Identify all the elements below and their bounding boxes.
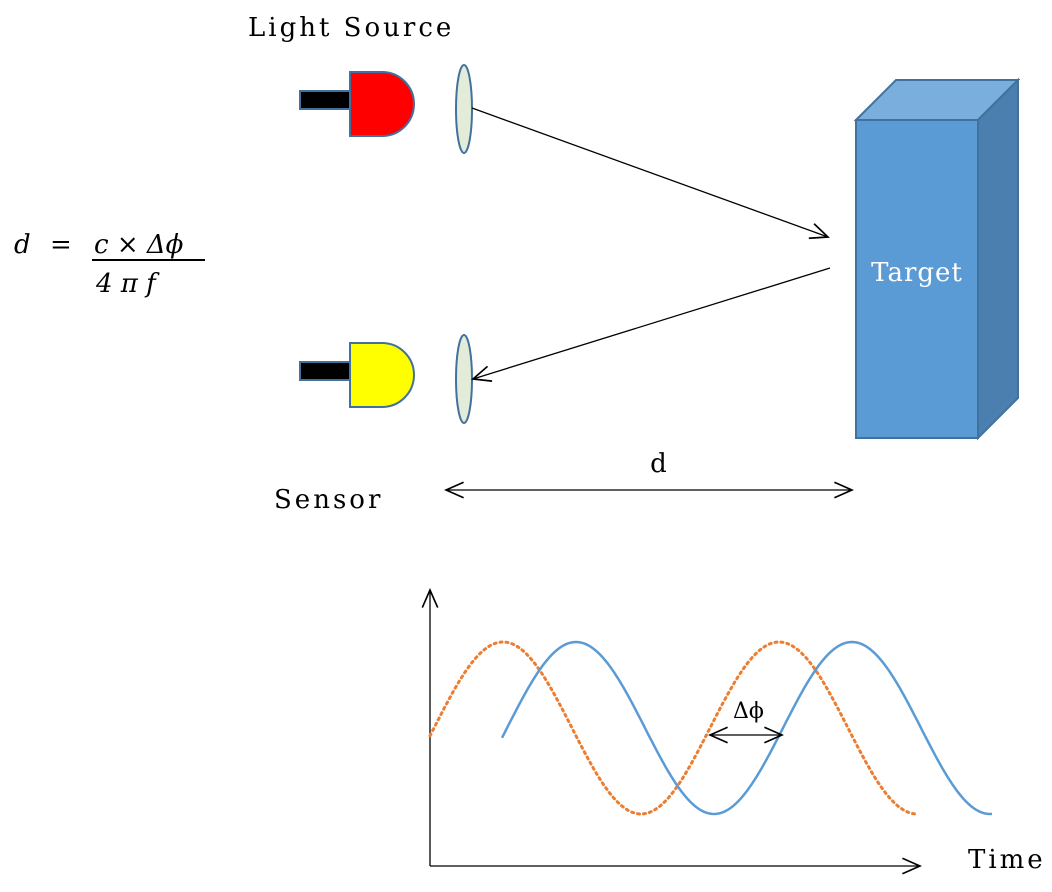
formula-equals: = <box>50 230 72 260</box>
formula-lhs: d <box>14 230 31 260</box>
sensor-lens-icon <box>455 334 473 424</box>
formula-numerator: c × Δϕ <box>94 230 184 260</box>
target-side-face <box>977 77 1019 441</box>
received-wave <box>500 640 993 816</box>
formula-denominator: 4 π f <box>95 269 160 299</box>
target-box: Target <box>853 77 1021 441</box>
distance-formula: d = c × Δϕ 4 π f <box>14 230 205 299</box>
target-front-face <box>855 119 979 439</box>
emitted-wave <box>428 640 920 816</box>
phase-delta-label: Δϕ <box>733 699 764 724</box>
target-label: Target <box>871 258 963 288</box>
emitter-lens-icon <box>455 64 473 154</box>
sensor-icon <box>299 342 415 408</box>
light-source-label: Light Source <box>248 13 454 43</box>
emitter-body <box>349 71 415 137</box>
emitted-ray-arrow <box>471 107 830 240</box>
sensor-body <box>349 342 415 408</box>
light-emitter-icon <box>299 71 415 137</box>
phase-shift-plot: Time Δϕ <box>421 587 1046 875</box>
sensor-label: Sensor <box>274 485 383 515</box>
time-axis-label: Time <box>968 845 1046 875</box>
reflected-ray-arrow <box>471 267 831 382</box>
distance-label: d <box>650 449 670 479</box>
